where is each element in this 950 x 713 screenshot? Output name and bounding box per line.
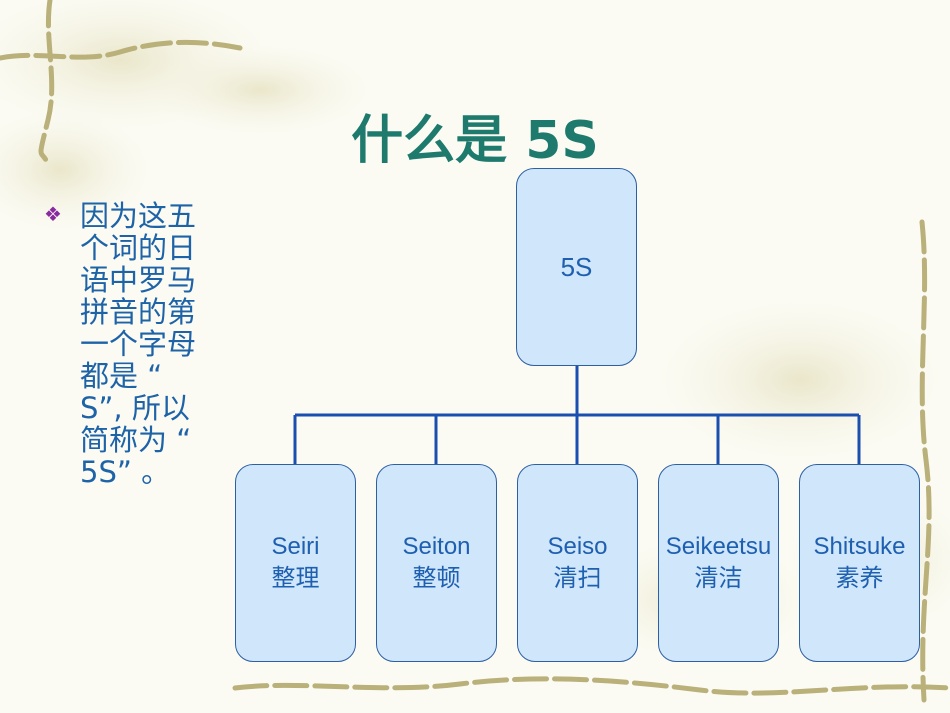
child-node-en: Shitsuke [813, 533, 906, 560]
slide-title: 什么是 5S [351, 111, 599, 171]
child-node-cn: 清扫 [553, 564, 602, 592]
child-node-en: Seiri [271, 533, 320, 560]
child-node-en: Seikeetsu [665, 533, 772, 560]
child-node-seiri: Seiri 整理 [235, 464, 356, 662]
vine-left [38, 0, 55, 163]
child-node-cn: 素养 [835, 564, 884, 592]
leaf-shape [150, 45, 370, 135]
child-node-seiso: Seiso 清扫 [517, 464, 638, 662]
vine-top [0, 39, 243, 61]
child-node-seikeetsu: Seikeetsu 清洁 [658, 464, 779, 662]
leaf-shape [660, 300, 940, 460]
child-node-shitsuke: Shitsuke 素养 [799, 464, 920, 662]
side-description: 因为这五个词的日语中罗马拼音的第一个字母都是 “ S”, 所以简称为 “ 5S”… [80, 199, 197, 489]
vine-bottom [232, 676, 950, 696]
child-node-en: Seiso [547, 533, 608, 560]
child-node-cn: 整理 [271, 564, 320, 592]
vine-right [919, 219, 932, 703]
bullet-icon: ❖ [44, 202, 62, 226]
child-node-en: Seiton [402, 533, 471, 560]
root-node-5s: 5S [516, 168, 637, 366]
root-node-label: 5S [560, 252, 593, 282]
child-node-cn: 清洁 [694, 564, 743, 592]
child-node-cn: 整顿 [412, 564, 461, 592]
leaf-shape [0, 110, 150, 230]
child-node-seiton: Seiton 整顿 [376, 464, 497, 662]
